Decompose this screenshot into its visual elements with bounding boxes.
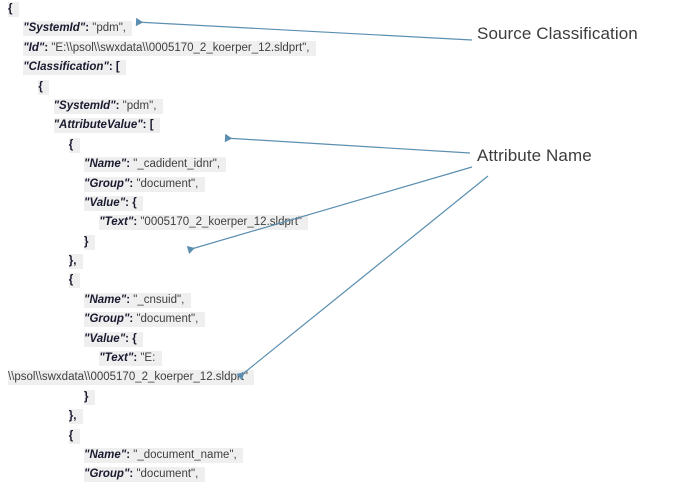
code-line: "Value": { [0,194,420,213]
code-line: "Value": { [0,330,420,349]
code-line: "Group": "document", [0,465,420,484]
code-line: "Name": "_cadident_idnr", [0,155,420,174]
code-line-text: "Id": "E:\\psol\\swxdata\\0005170_2_koer… [23,40,316,56]
code-line-text: { [8,2,19,17]
code-line: }, [0,252,420,271]
code-line-text: \\psol\\swxdata\\0005170_2_koerper_12.sl… [8,370,255,386]
code-line-text: { [68,137,80,153]
code-line: "Group": "document", [0,175,420,194]
code-line: "SystemId": "pdm", [0,97,420,116]
code-line-text: "Text": "0005170_2_koerper_12.sldprt" [99,215,309,231]
code-line: { [0,427,420,446]
code-line-text: "Name": "_cnsuid", [84,292,191,308]
code-line-text: { [68,428,80,444]
code-line: "Name": "_cnsuid", [0,291,420,310]
code-line-text: } [84,234,95,250]
code-line-text: "SystemId": "pdm", [53,98,163,114]
code-line-text: "Group": "document", [84,467,205,483]
json-code-panel: { "SystemId": "pdm", "Id": "E:\\psol\\sw… [0,0,420,483]
code-line-text: "Classification": [ [23,60,127,76]
code-line: "Group": "document", [0,310,420,329]
code-line-text: "Name": "_document_name", [84,447,244,463]
code-line-text: "Value": { [84,331,144,347]
code-line: } [0,233,420,252]
code-line-text: "Group": "document", [84,312,205,328]
code-line: { [0,0,420,19]
code-line-text: }, [68,409,83,425]
code-line: { [0,136,420,155]
annotation-label-attribute-name: Attribute Name [477,146,592,165]
code-line: "Text": "0005170_2_koerper_12.sldprt" [0,213,420,232]
code-line-text: { [68,273,80,289]
code-line: "Text": "E: [0,349,420,368]
annotation-label-source-classification: Source Classification [477,24,638,43]
code-line: "AttributeValue": [ [0,116,420,135]
code-line: "SystemId": "pdm", [0,19,420,38]
code-line: \\psol\\swxdata\\0005170_2_koerper_12.sl… [0,368,420,387]
code-line: "Classification": [ [0,58,420,77]
code-line-text: } [84,389,95,405]
code-line-text: { [38,79,50,95]
code-line: "Id": "E:\\psol\\swxdata\\0005170_2_koer… [0,39,420,58]
code-line: { [0,78,420,97]
code-line-text: "SystemId": "pdm", [23,21,133,37]
code-line: "Name": "_document_name", [0,446,420,465]
code-line-text: "Value": { [84,195,144,211]
code-line: { [0,271,420,290]
code-line: } [0,388,420,407]
code-line-text: "Group": "document", [84,176,205,192]
code-line: }, [0,407,420,426]
code-line-text: }, [68,254,83,270]
code-line-text: "Name": "_cadident_idnr", [84,157,227,173]
code-line-text: "Text": "E: [99,351,162,367]
code-line-text: "AttributeValue": [ [53,118,160,134]
